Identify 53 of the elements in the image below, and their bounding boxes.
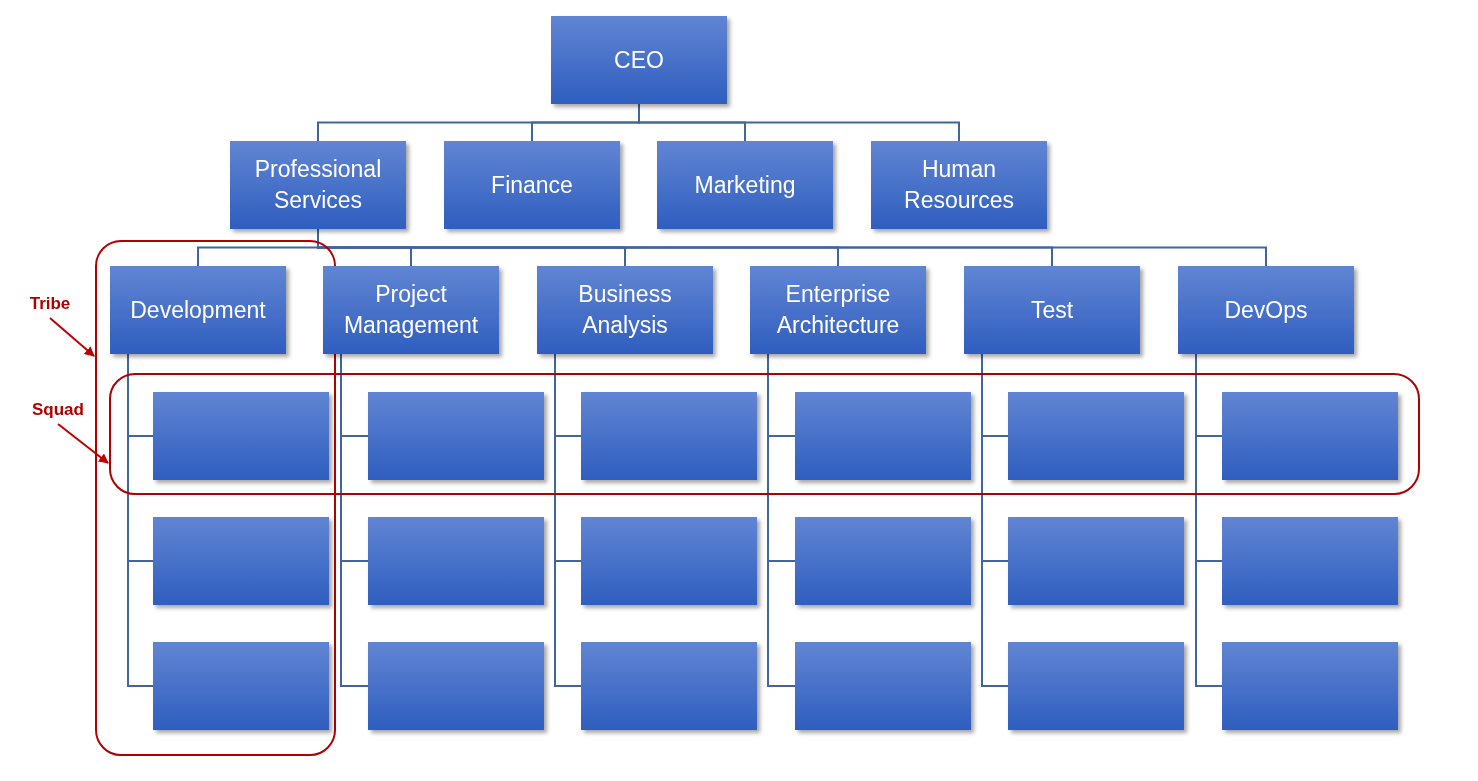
org-box (551, 16, 727, 104)
blank-box (1222, 517, 1398, 605)
blank-box (153, 392, 329, 480)
blank-box (795, 642, 971, 730)
role-label: Human Resources (903, 155, 1015, 215)
org-box (323, 266, 499, 354)
blank-box (1008, 517, 1184, 605)
blank-box (1008, 642, 1184, 730)
org-box (871, 141, 1047, 229)
connector-line (981, 353, 1009, 687)
role-label: Marketing (694, 170, 796, 200)
blank-box (581, 642, 757, 730)
connector-line (340, 353, 369, 687)
role-label: Business Analysis (577, 280, 673, 340)
rounded-outline (109, 373, 1420, 495)
callout-label: Squad (32, 400, 84, 420)
org-box (444, 141, 620, 229)
blank-box (795, 392, 971, 480)
org-box (964, 266, 1140, 354)
connector-line (638, 103, 960, 142)
role-label: CEO (614, 45, 664, 75)
blank-box (795, 517, 971, 605)
blank-box (153, 517, 329, 605)
role-label: Development (130, 295, 266, 325)
connector-line (554, 353, 582, 687)
blank-box (1008, 392, 1184, 480)
role-label: Professional Services (253, 155, 383, 215)
org-box (110, 266, 286, 354)
role-label: DevOps (1224, 295, 1308, 325)
callout-label: Tribe (29, 294, 71, 314)
leader-arrow (57, 423, 109, 464)
blank-box (1222, 392, 1398, 480)
org-box (750, 266, 926, 354)
blank-box (368, 517, 544, 605)
blank-box (368, 642, 544, 730)
rounded-outline (95, 240, 336, 756)
connector-line (767, 353, 796, 687)
role-label: Enterprise Architecture (775, 280, 901, 340)
blank-box (581, 517, 757, 605)
org-box (657, 141, 833, 229)
role-label: Test (1030, 295, 1074, 325)
blank-box (581, 392, 757, 480)
role-label: Project Management (342, 280, 480, 340)
connector-line (127, 353, 154, 687)
org-box (230, 141, 406, 229)
blank-box (368, 392, 544, 480)
org-box (1178, 266, 1354, 354)
leader-arrow (49, 317, 95, 357)
blank-box (153, 642, 329, 730)
role-label: Finance (491, 170, 573, 200)
org-box (537, 266, 713, 354)
connector-line (1195, 353, 1223, 687)
blank-box (1222, 642, 1398, 730)
